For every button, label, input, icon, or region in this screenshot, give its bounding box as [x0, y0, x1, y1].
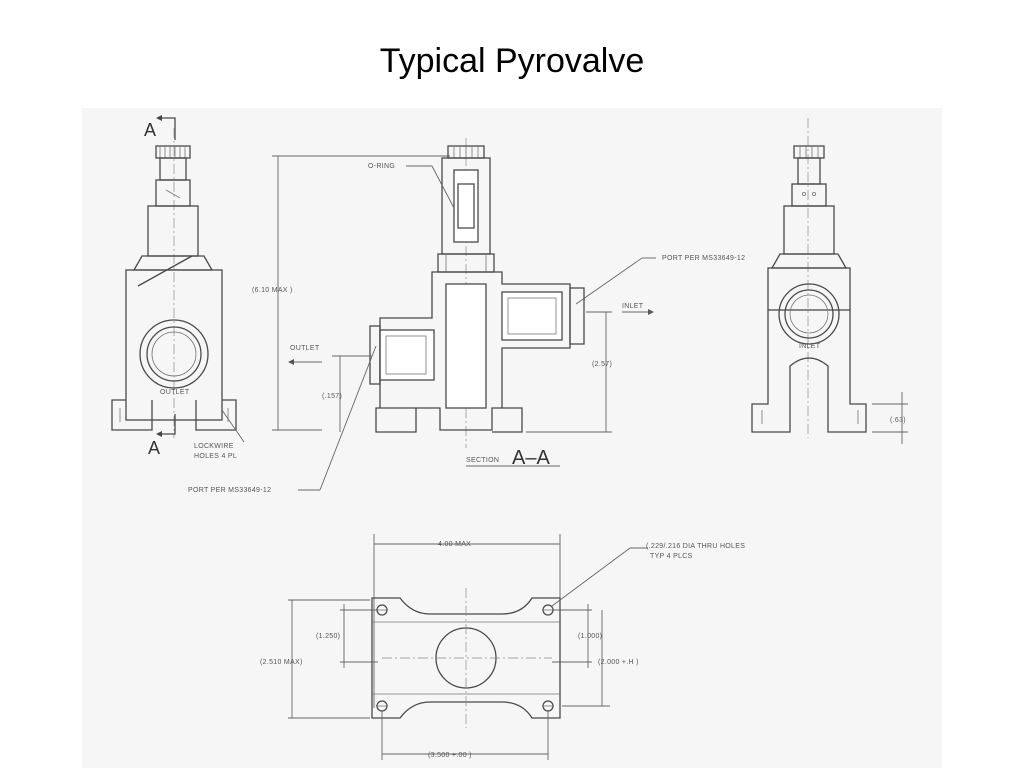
- inlet-label: INLET: [622, 303, 644, 310]
- slide-title: Typical Pyrovalve: [379, 42, 645, 80]
- dim-2000-label: (2.000 +.H ): [598, 659, 639, 666]
- engineering-drawing: A OUTLET A LOCKWIRE HOLES 4 PL: [82, 108, 942, 768]
- section-mark-bottom: A: [148, 438, 160, 458]
- outlet-label: OUTLET: [290, 345, 320, 352]
- lockwire-label: LOCKWIRE: [194, 443, 234, 450]
- dim-63-label: (.63): [890, 417, 906, 424]
- lockwire-holes-label: HOLES 4 PL: [194, 453, 237, 460]
- section-arrowhead-bottom: [156, 431, 162, 437]
- section-arrow-top: [162, 117, 176, 140]
- port-per-left-label: PORT PER MS33649-12: [188, 487, 271, 494]
- width-max-label: 4.00 MAX: [438, 541, 471, 548]
- section-id-label: A–A: [512, 447, 550, 469]
- thru-holes-label-line1: (.229/.216 DIA THRU HOLES: [646, 543, 745, 550]
- outlet-small-label: OUTLET: [160, 389, 190, 396]
- inlet-small-label: INLET: [799, 343, 821, 350]
- dim-257-label: (2.57): [592, 361, 612, 368]
- dim-1000-label: (1.000): [578, 633, 602, 640]
- dim-1250-label: (1.250): [316, 633, 340, 640]
- port-per-right-label: PORT PER MS33649-12: [662, 255, 745, 262]
- dim-157-label: (.157): [322, 393, 342, 400]
- bottom-plan-view: 4.00 MAX (.229/.216 DIA THRU HOLES TYP 4…: [260, 534, 745, 760]
- section-arrowhead-top: [156, 115, 162, 121]
- section-prefix-label: SECTION: [466, 457, 499, 464]
- max-height-label: (6.10 MAX ): [252, 287, 293, 294]
- thru-holes-label-line2: TYP 4 PLCS: [650, 553, 693, 560]
- left-side-view: A OUTLET A LOCKWIRE HOLES 4 PL: [111, 115, 245, 460]
- pyrovalve-drawing-svg: A OUTLET A LOCKWIRE HOLES 4 PL: [111, 115, 908, 760]
- right-side-view: INLET (.63): [751, 118, 908, 444]
- o-ring-label: O-RING: [368, 163, 395, 170]
- section-arrow-bottom: [162, 414, 176, 435]
- section-mark-top: A: [144, 120, 156, 140]
- dim-3500-label: (3.500 +.00 ): [428, 752, 472, 759]
- section-view: (6.10 MAX ) O-RING PORT PER MS336: [188, 138, 745, 494]
- depth-max-label: (2.510 MAX): [260, 659, 303, 666]
